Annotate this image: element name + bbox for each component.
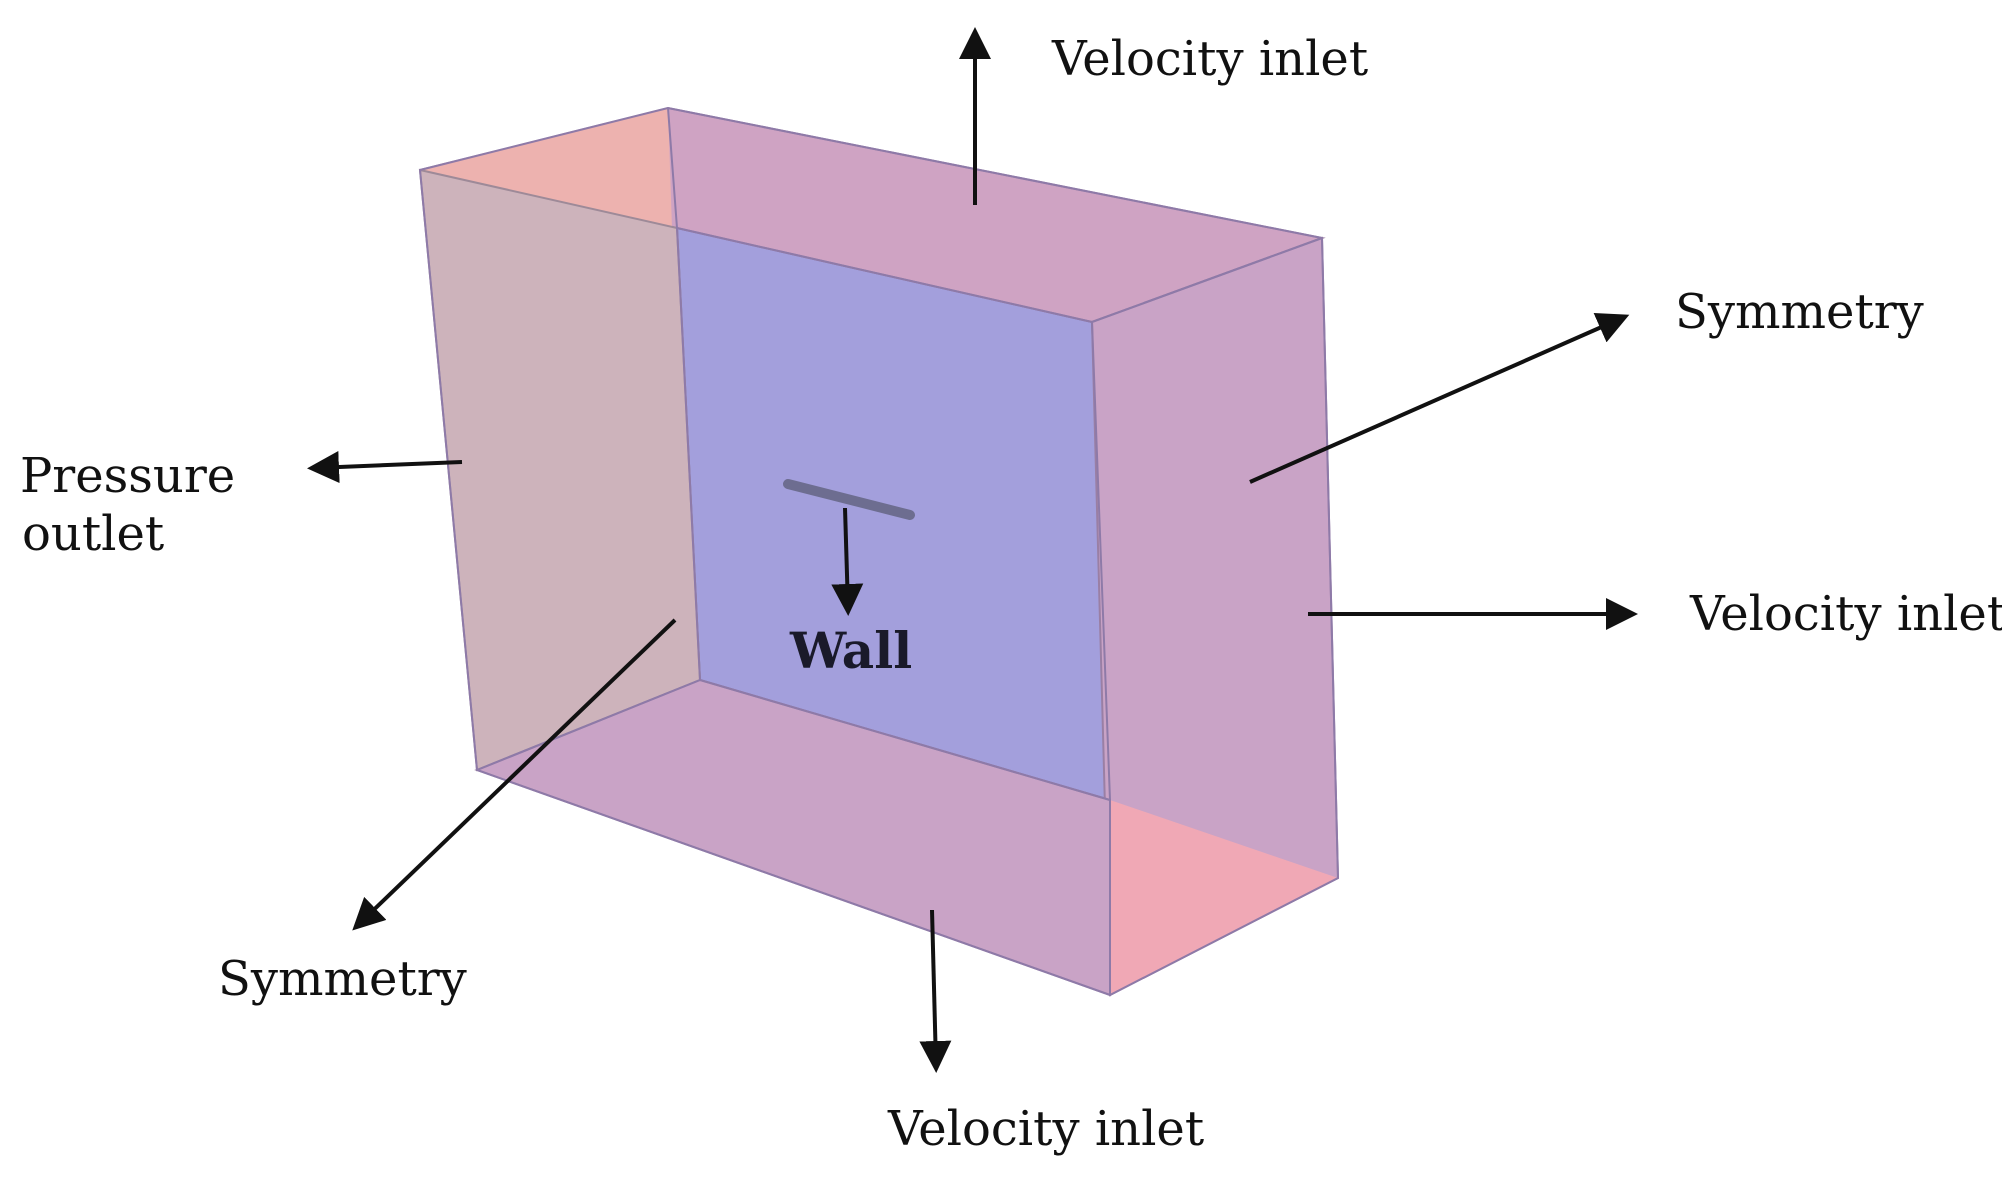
- label-pressure-outlet-line2: outlet: [22, 506, 164, 562]
- computational-domain-box: [418, 106, 1340, 997]
- arrow-symmetry-right: [1249, 313, 1630, 484]
- top-left-corner-face: [420, 108, 672, 228]
- label-pressure-outlet-line1: Pressure: [20, 448, 235, 504]
- label-velocity-inlet-bottom: Velocity inlet: [887, 1101, 1204, 1157]
- label-velocity-inlet-top: Velocity inlet: [1051, 31, 1368, 87]
- label-symmetry-bottom-left: Symmetry: [218, 951, 467, 1007]
- arrow-velocity-inlet-bottom: [919, 909, 952, 1073]
- arrow-wall: [831, 507, 864, 616]
- label-symmetry-right: Symmetry: [1675, 284, 1924, 340]
- label-wall: Wall: [789, 621, 912, 680]
- label-velocity-inlet-right: Velocity inlet: [1689, 586, 2002, 642]
- left-outlet-face: [418, 168, 702, 772]
- arrow-pressure-outlet: [307, 451, 463, 484]
- arrow-symmetry-bottom-left: [352, 618, 677, 931]
- wall-plate: [783, 479, 915, 520]
- bottom-right-corner-face: [1110, 800, 1338, 995]
- box-inner-edge: [476, 107, 1323, 995]
